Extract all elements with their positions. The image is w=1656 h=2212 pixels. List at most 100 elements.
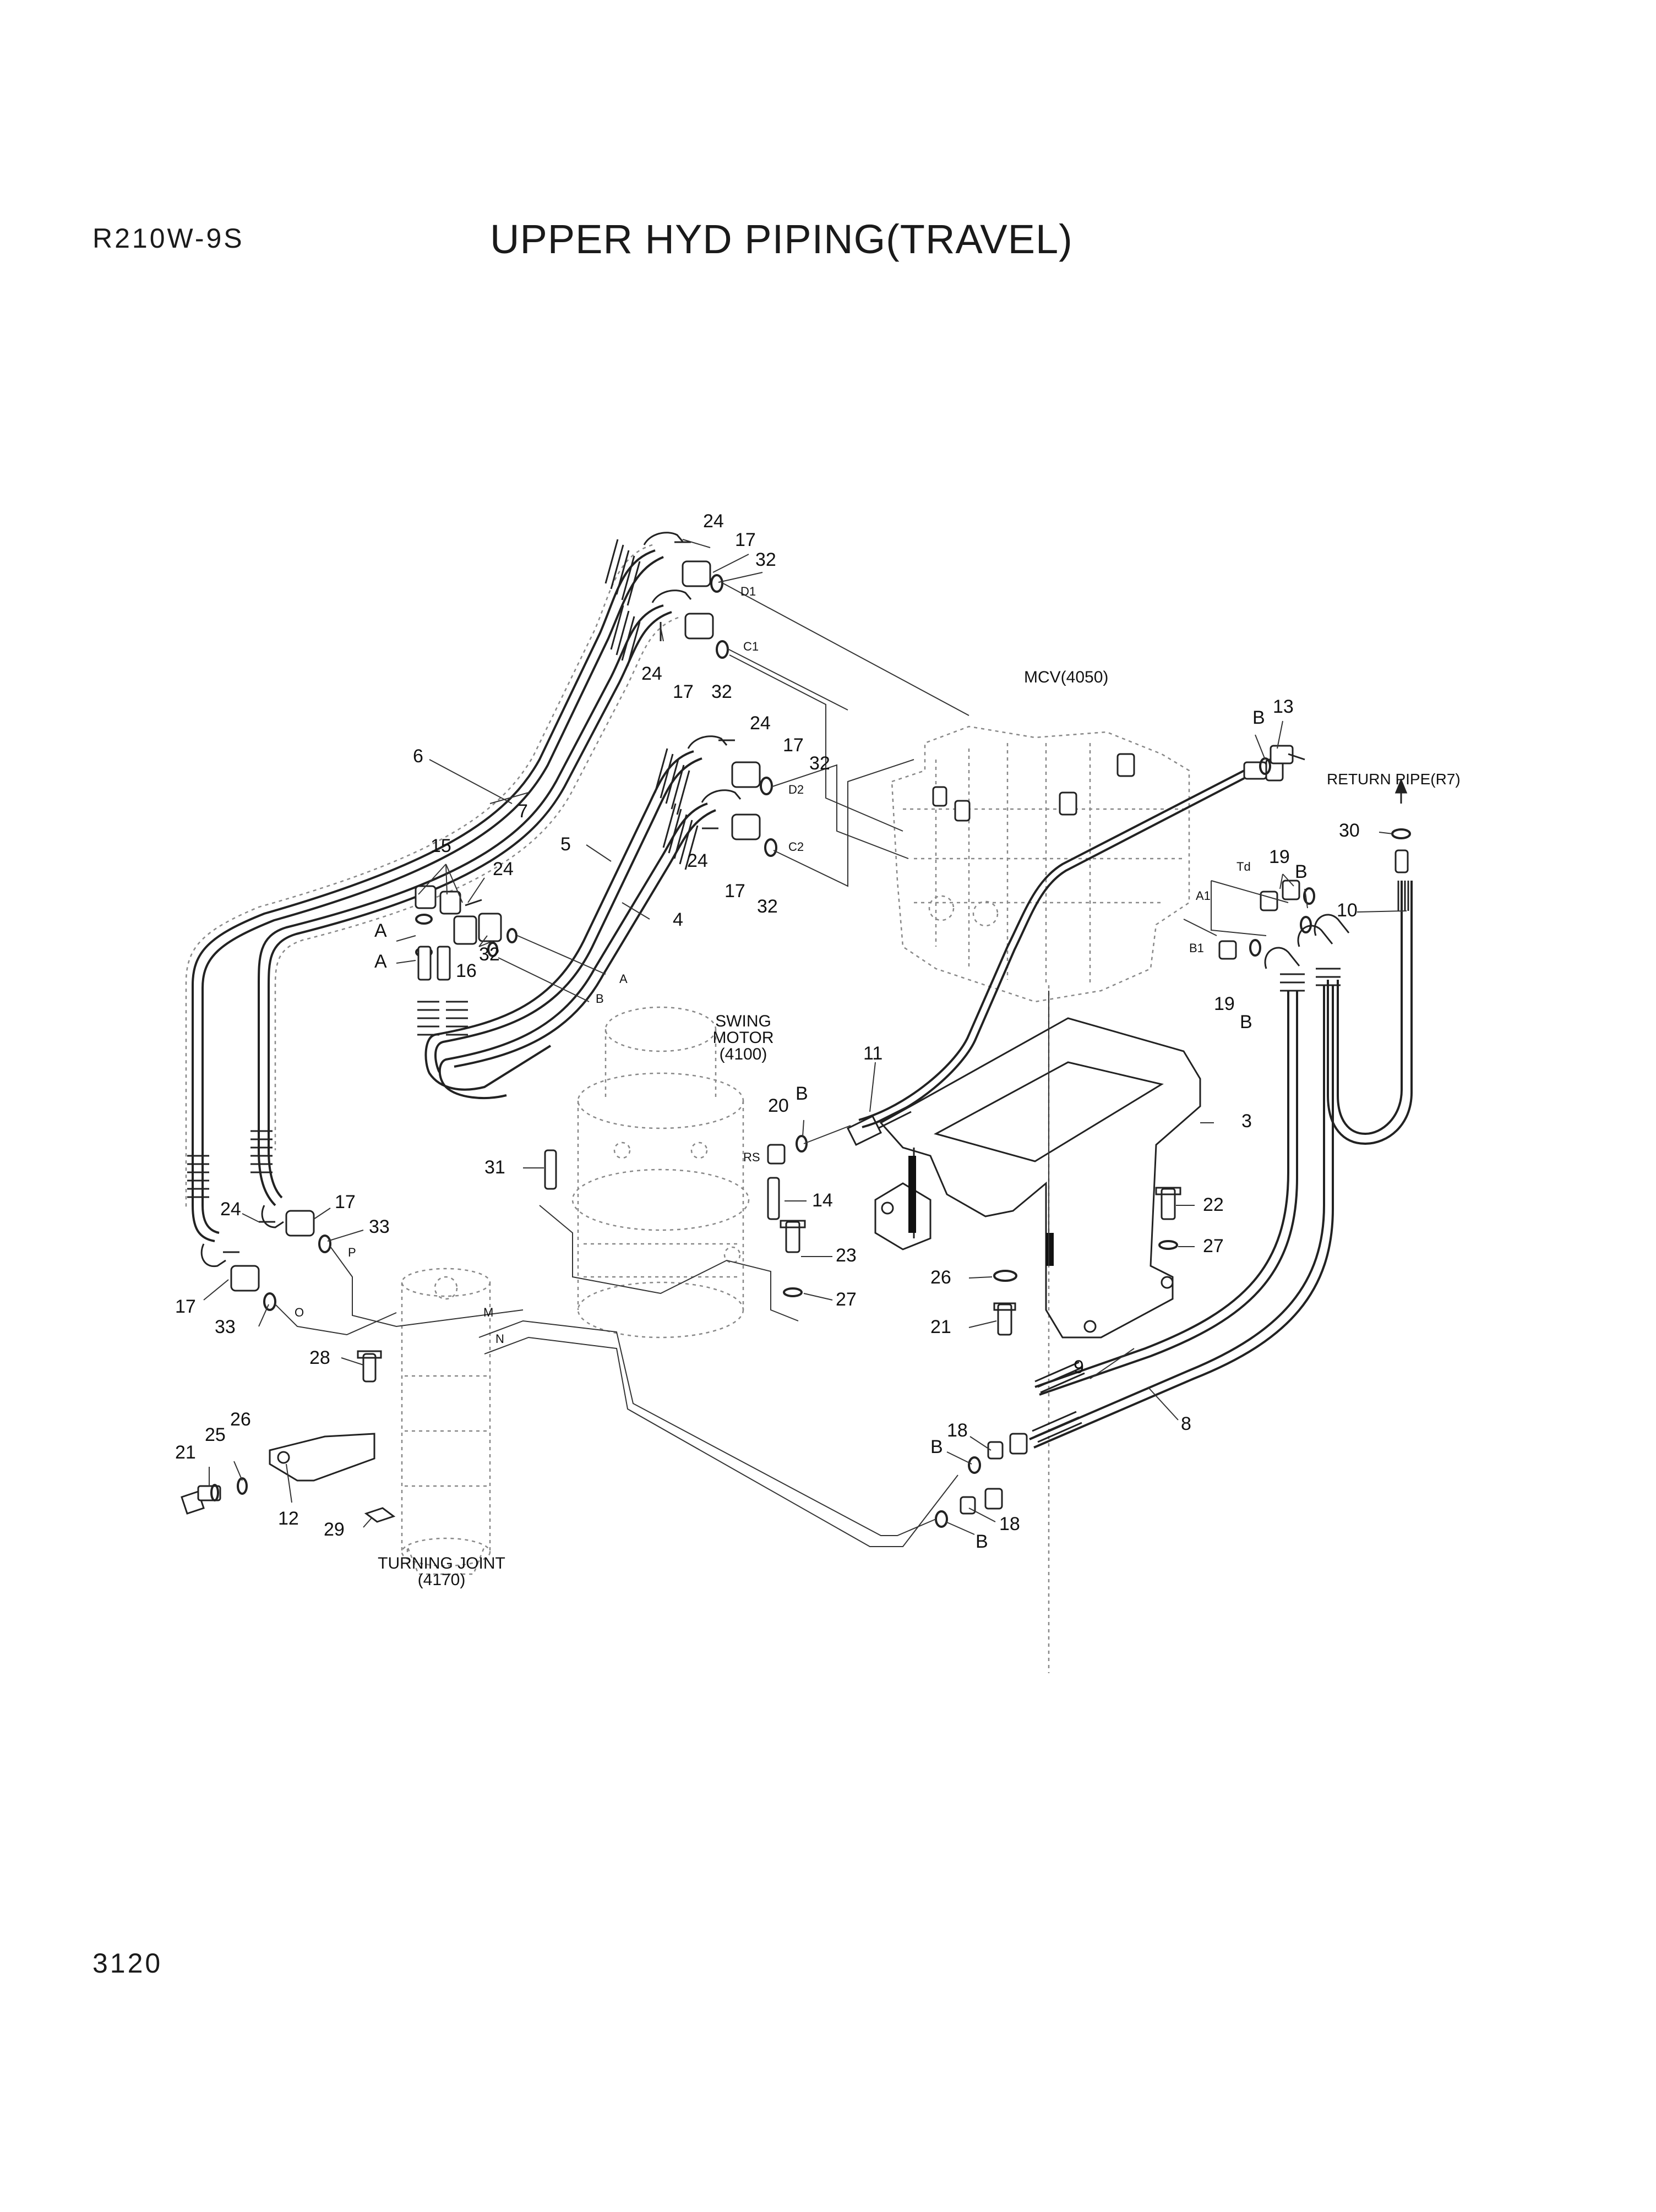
callout-number: 13 xyxy=(1273,696,1294,717)
callout-leaders xyxy=(203,539,1407,1535)
hose-11 xyxy=(846,758,1284,1146)
swing-motor-label-1: SWING xyxy=(715,1012,771,1030)
callout-number: B xyxy=(930,1437,943,1457)
swing-motor-label-2: MOTOR xyxy=(712,1029,773,1047)
port-label: M xyxy=(483,1306,493,1319)
callout-number: A xyxy=(374,951,387,972)
callout-number: 17 xyxy=(735,529,756,550)
callout-number: B xyxy=(796,1083,808,1104)
turning-joint xyxy=(357,1268,491,1575)
port-label: A1 xyxy=(1196,889,1211,903)
fitting-cluster-15-16 xyxy=(415,885,518,981)
port-label: A xyxy=(619,972,628,986)
swing-motor-label-3: (4100) xyxy=(720,1045,767,1063)
callout-number: 23 xyxy=(836,1245,857,1266)
callout-number: 24 xyxy=(493,859,514,880)
callout-number: 21 xyxy=(930,1317,951,1337)
assembly-labels: MCV(4050) RETURN PIPE(R7) SWING MOTOR (4… xyxy=(378,668,1461,1589)
hose-assembly-4-5 xyxy=(417,735,742,1099)
callout-number: 9 xyxy=(1074,1357,1084,1378)
callout-number: 14 xyxy=(812,1190,833,1211)
port-label: B xyxy=(596,992,604,1006)
port-label: RS xyxy=(743,1150,760,1164)
callout-number: 24 xyxy=(750,713,771,734)
bracket-12-group xyxy=(181,1433,375,1515)
callout-number: 16 xyxy=(456,960,477,981)
fasteners-center xyxy=(544,1149,1181,1336)
callout-number: 24 xyxy=(703,511,724,532)
callout-number: 3 xyxy=(1241,1111,1252,1132)
callout-number: 17 xyxy=(724,881,745,902)
callout-number: 20 xyxy=(768,1095,789,1116)
hose-assembly-8-9 xyxy=(1029,914,1350,1449)
callout-number: 32 xyxy=(757,896,778,917)
callout-number: 25 xyxy=(205,1424,226,1445)
callout-number: 24 xyxy=(220,1199,241,1220)
callout-number: 6 xyxy=(413,746,423,767)
port-label: P xyxy=(348,1246,356,1259)
callout-number: B xyxy=(976,1531,988,1552)
port-label: C1 xyxy=(743,640,759,653)
port-label: O xyxy=(295,1306,304,1319)
fittings-18-19 xyxy=(935,880,1315,1528)
callout-number: 15 xyxy=(431,835,451,856)
turning-joint-label-1: TURNING JOINT xyxy=(378,1554,505,1572)
callout-number: 17 xyxy=(783,735,804,756)
callout-number: 30 xyxy=(1339,820,1360,841)
callout-number: 8 xyxy=(1181,1413,1191,1434)
callout-number: 4 xyxy=(673,909,683,930)
callout-number: B xyxy=(1252,707,1265,728)
callout-number: 19 xyxy=(1214,993,1235,1014)
callout-number: 28 xyxy=(309,1347,330,1368)
callout-number: 12 xyxy=(278,1508,299,1529)
callout-number: 32 xyxy=(479,944,500,965)
callout-number: 17 xyxy=(673,681,694,702)
mcv-label: MCV(4050) xyxy=(1024,668,1108,686)
callout-number: A xyxy=(374,920,387,941)
elbow-fitting-13 xyxy=(1259,745,1305,775)
port-routing-lines xyxy=(275,582,1289,1547)
callout-number: 27 xyxy=(836,1289,857,1310)
callout-number: 31 xyxy=(484,1157,505,1178)
callout-number: 26 xyxy=(930,1267,951,1288)
diagram-title: UPPER HYD PIPING(TRAVEL) xyxy=(490,216,1073,262)
mcv-valve-block xyxy=(891,725,1190,1673)
callout-number: 29 xyxy=(324,1519,345,1540)
bracket-3 xyxy=(874,1017,1201,1339)
part-callouts: 24 17 32 24 17 32 24 17 32 24 17 32 6 7 … xyxy=(175,511,1360,1552)
port-labels: D1 C1 D2 C2 Td A1 B1 RS P O M N A B xyxy=(295,585,1251,1346)
callout-number: 24 xyxy=(641,663,662,684)
callout-number: 11 xyxy=(863,1043,883,1064)
callout-number: 10 xyxy=(1337,900,1358,921)
swing-motor xyxy=(571,1006,808,1339)
return-pipe-label: RETURN PIPE(R7) xyxy=(1327,771,1461,788)
callout-number: 17 xyxy=(175,1296,196,1317)
callout-number: 18 xyxy=(947,1420,968,1441)
callout-number: 32 xyxy=(809,753,830,774)
port-label: D1 xyxy=(740,585,756,598)
callout-number: 32 xyxy=(755,549,776,570)
callout-number: 5 xyxy=(560,834,571,855)
callout-number: 24 xyxy=(687,850,708,871)
port-label: D2 xyxy=(788,783,804,796)
port-label: C2 xyxy=(788,840,804,854)
port-label: N xyxy=(495,1332,504,1346)
callout-number: 32 xyxy=(711,681,732,702)
callout-number: 21 xyxy=(175,1442,196,1463)
hose-10-return xyxy=(1327,778,1413,1145)
callout-number: 33 xyxy=(215,1317,236,1337)
port-label: Td xyxy=(1236,860,1251,873)
callout-number: B xyxy=(1295,861,1308,882)
turning-joint-label-2: (4170) xyxy=(418,1571,466,1589)
callout-number: 27 xyxy=(1203,1236,1224,1257)
hose-assembly-6-7 xyxy=(185,532,692,1268)
callout-number: 7 xyxy=(518,801,528,822)
port-label: B1 xyxy=(1189,941,1204,955)
callout-number: 18 xyxy=(999,1514,1020,1534)
page-number: 3120 xyxy=(92,1948,163,1979)
flange-set-lower xyxy=(223,1210,331,1311)
callout-number: 22 xyxy=(1203,1194,1224,1215)
callout-number: 19 xyxy=(1269,846,1290,867)
callout-number: 17 xyxy=(335,1192,356,1212)
callout-number: 26 xyxy=(230,1409,251,1430)
